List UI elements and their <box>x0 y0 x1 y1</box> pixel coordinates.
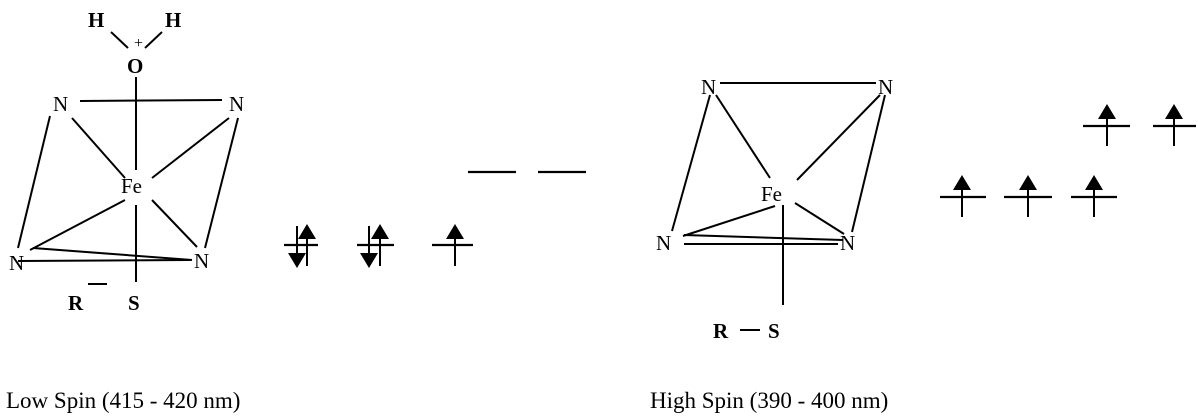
high-spin-energy-diagram <box>940 104 1196 217</box>
low-spin-n-top-left: N <box>53 92 68 116</box>
low-spin-n-bottom-left: N <box>9 251 24 275</box>
low-spin-caption: Low Spin (415 - 420 nm) <box>6 388 240 413</box>
low-spin-complex: N N N N Fe O + H H R S <box>9 8 244 315</box>
high-spin-electron-up <box>953 175 971 217</box>
low-spin-electron-up <box>298 224 316 266</box>
high-spin-s-label: S <box>768 319 780 343</box>
low-spin-electron-up <box>446 224 464 266</box>
low-spin-oxygen-label: O <box>127 54 143 78</box>
high-spin-complex: N N N N Fe R S <box>656 75 893 343</box>
high-spin-electron-up <box>1165 104 1183 146</box>
high-spin-caption: High Spin (390 - 400 nm) <box>650 388 888 413</box>
low-spin-electron-down <box>360 226 378 268</box>
low-spin-hydrogen-right: H <box>165 8 181 32</box>
low-spin-bonds <box>17 31 239 285</box>
low-spin-n-bottom-right: N <box>194 249 209 273</box>
high-spin-bonds <box>671 82 886 331</box>
low-spin-charge: + <box>134 35 143 52</box>
high-spin-electron-up <box>1019 175 1037 217</box>
low-spin-electron-down <box>288 226 306 268</box>
high-spin-fe-label: Fe <box>761 182 782 206</box>
high-spin-n-bottom-right: N <box>840 231 855 255</box>
low-spin-r-label: R <box>68 291 84 315</box>
low-spin-hydrogen-left: H <box>88 8 104 32</box>
low-spin-s-label: S <box>128 291 140 315</box>
low-spin-energy-diagram <box>284 170 586 268</box>
high-spin-electron-up <box>1098 104 1116 146</box>
high-spin-r-label: R <box>713 319 729 343</box>
high-spin-n-top-right: N <box>878 75 893 99</box>
low-spin-n-top-right: N <box>229 92 244 116</box>
high-spin-n-bottom-left: N <box>656 231 671 255</box>
low-spin-fe-label: Fe <box>121 174 142 198</box>
low-spin-electron-up <box>371 224 389 266</box>
high-spin-n-top-left: N <box>701 75 716 99</box>
high-spin-electron-up <box>1085 175 1103 217</box>
